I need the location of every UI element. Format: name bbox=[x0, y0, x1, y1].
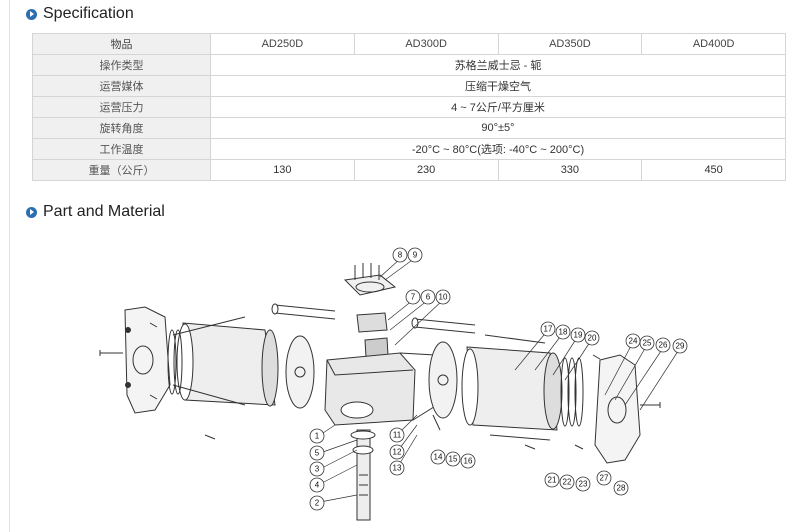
left-divider bbox=[9, 0, 10, 532]
table-row: 工作温度 -20°C ~ 80°C(选项: -40°C ~ 200°C) bbox=[32, 138, 786, 160]
specification-title: Specification bbox=[43, 5, 134, 22]
part-material-heading: Part and Material bbox=[26, 203, 165, 221]
callout-17: 17 bbox=[540, 321, 556, 337]
svg-text:27: 27 bbox=[600, 474, 609, 483]
svg-text:11: 11 bbox=[393, 431, 402, 440]
callout-16: 16 bbox=[460, 453, 476, 469]
svg-text:2: 2 bbox=[315, 499, 320, 508]
table-row: 操作类型 苏格兰威士忌 - 轭 bbox=[32, 54, 786, 76]
model-cell: AD250D bbox=[210, 33, 355, 55]
callout-2: 2 bbox=[309, 495, 325, 511]
svg-text:25: 25 bbox=[643, 339, 652, 348]
svg-text:24: 24 bbox=[629, 337, 638, 346]
svg-text:16: 16 bbox=[464, 457, 473, 466]
row-label: 运营压力 bbox=[32, 96, 211, 118]
svg-text:7: 7 bbox=[411, 293, 416, 302]
svg-text:4: 4 bbox=[315, 481, 320, 490]
model-cell: AD350D bbox=[497, 33, 643, 55]
callout-3: 3 bbox=[309, 461, 325, 477]
callout-24: 24 bbox=[625, 333, 641, 349]
callout-14: 14 bbox=[430, 449, 446, 465]
svg-text:14: 14 bbox=[434, 453, 443, 462]
svg-text:17: 17 bbox=[544, 325, 553, 334]
part-callouts: 8 9 7 6 10 17 18 19 20 24 25 26 29 1 5 3… bbox=[309, 247, 688, 511]
row-label: 重量（公斤） bbox=[32, 159, 211, 181]
callout-12: 12 bbox=[389, 444, 405, 460]
weight-cell: 130 bbox=[210, 159, 355, 181]
callout-5: 5 bbox=[309, 445, 325, 461]
callout-9: 9 bbox=[407, 247, 423, 263]
svg-text:13: 13 bbox=[393, 464, 402, 473]
table-row: 旋转角度 90°±5° bbox=[32, 117, 786, 139]
row-value: 苏格兰威士忌 - 轭 bbox=[210, 54, 786, 76]
callout-23: 23 bbox=[575, 476, 591, 492]
svg-text:6: 6 bbox=[426, 293, 431, 302]
row-value: 压缩干燥空气 bbox=[210, 75, 786, 97]
row-label: 旋转角度 bbox=[32, 117, 211, 139]
svg-text:12: 12 bbox=[393, 448, 402, 457]
callout-15: 15 bbox=[445, 451, 461, 467]
callout-18: 18 bbox=[555, 324, 571, 340]
callout-27: 27 bbox=[596, 470, 612, 486]
row-label: 操作类型 bbox=[32, 54, 211, 76]
callout-4: 4 bbox=[309, 477, 325, 493]
callout-6: 6 bbox=[420, 289, 436, 305]
svg-text:1: 1 bbox=[315, 432, 320, 441]
svg-text:15: 15 bbox=[449, 455, 458, 464]
actuator-exploded-diagram: 8 9 7 6 10 17 18 19 20 24 25 26 29 1 5 3… bbox=[99, 247, 688, 521]
row-label: 工作温度 bbox=[32, 138, 211, 160]
callout-leaders bbox=[319, 257, 681, 503]
drawing-lines bbox=[99, 263, 661, 521]
specification-table: 物品 AD250D AD300D AD350D AD400D 操作类型 苏格兰威… bbox=[32, 33, 786, 181]
svg-text:29: 29 bbox=[676, 342, 685, 351]
svg-text:8: 8 bbox=[398, 251, 403, 260]
callout-22: 22 bbox=[559, 474, 575, 490]
table-header-row: 物品 AD250D AD300D AD350D AD400D bbox=[32, 33, 786, 55]
exploded-view-drawing: 8 9 7 6 10 17 18 19 20 24 25 26 29 1 5 3… bbox=[95, 235, 705, 532]
svg-text:28: 28 bbox=[617, 484, 626, 493]
svg-text:21: 21 bbox=[548, 476, 557, 485]
callout-11: 11 bbox=[389, 427, 405, 443]
table-row: 运营媒体 压缩干燥空气 bbox=[32, 75, 786, 97]
specification-heading: Specification bbox=[26, 5, 134, 23]
callout-7: 7 bbox=[405, 289, 421, 305]
callout-25: 25 bbox=[639, 335, 655, 351]
svg-text:26: 26 bbox=[659, 341, 668, 350]
weight-row: 重量（公斤） 130 230 330 450 bbox=[32, 159, 786, 181]
callout-29: 29 bbox=[672, 338, 688, 354]
model-cell: AD400D bbox=[641, 33, 786, 55]
callout-13: 13 bbox=[389, 460, 405, 476]
weight-cell: 450 bbox=[641, 159, 786, 181]
row-label: 运营媒体 bbox=[32, 75, 211, 97]
svg-text:19: 19 bbox=[574, 331, 583, 340]
callout-1: 1 bbox=[309, 428, 325, 444]
table-row: 运营压力 4 ~ 7公斤/平方厘米 bbox=[32, 96, 786, 118]
svg-text:23: 23 bbox=[579, 480, 588, 489]
weight-cell: 230 bbox=[353, 159, 499, 181]
svg-text:9: 9 bbox=[413, 251, 418, 260]
svg-text:18: 18 bbox=[559, 328, 568, 337]
callout-10: 10 bbox=[435, 289, 451, 305]
callout-8: 8 bbox=[392, 247, 408, 263]
svg-text:3: 3 bbox=[315, 465, 320, 474]
weight-cell: 330 bbox=[497, 159, 643, 181]
row-value: 90°±5° bbox=[210, 117, 786, 139]
callout-20: 20 bbox=[584, 330, 600, 346]
callout-28: 28 bbox=[613, 480, 629, 496]
callout-26: 26 bbox=[655, 337, 671, 353]
callout-21: 21 bbox=[544, 472, 560, 488]
row-value: -20°C ~ 80°C(选项: -40°C ~ 200°C) bbox=[210, 138, 786, 160]
model-cell: AD300D bbox=[353, 33, 499, 55]
section-bullet-icon bbox=[26, 206, 37, 218]
svg-text:20: 20 bbox=[588, 334, 597, 343]
row-value: 4 ~ 7公斤/平方厘米 bbox=[210, 96, 786, 118]
header-label-cell: 物品 bbox=[32, 33, 211, 55]
part-material-title: Part and Material bbox=[43, 203, 165, 220]
section-bullet-icon bbox=[26, 8, 37, 20]
svg-text:22: 22 bbox=[563, 478, 572, 487]
svg-text:10: 10 bbox=[439, 293, 448, 302]
callout-19: 19 bbox=[570, 327, 586, 343]
svg-text:5: 5 bbox=[315, 449, 320, 458]
